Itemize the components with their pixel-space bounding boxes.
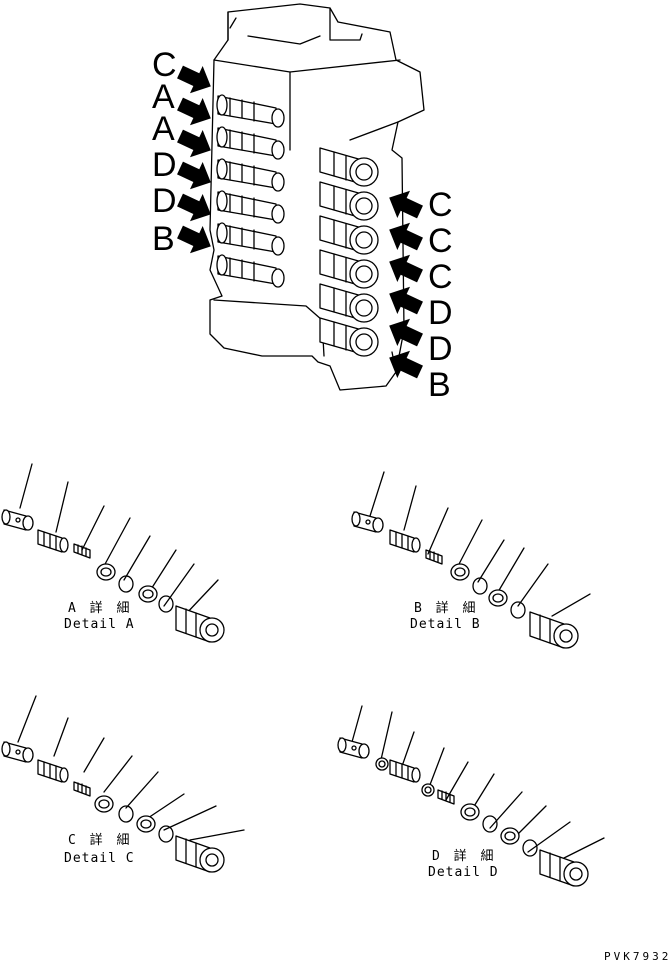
plug (1, 509, 34, 531)
o-ring (118, 805, 134, 823)
right-cap (319, 283, 379, 323)
arrow-icon (177, 65, 211, 94)
plug (351, 511, 384, 533)
right-cap (319, 317, 379, 357)
arrow-icon (177, 129, 211, 158)
valve-label: C (428, 258, 453, 296)
o-ring (510, 601, 526, 619)
spring (73, 781, 91, 797)
left-spool (216, 254, 285, 288)
o-ring (472, 577, 488, 595)
ring (136, 815, 156, 833)
left-spool-stack (216, 94, 285, 288)
left-valve-labels: C A A D D B (152, 46, 177, 258)
valve-label: B (428, 366, 451, 404)
ring (138, 585, 158, 603)
o-ring (522, 839, 538, 857)
spring-seat (37, 529, 69, 553)
detail-c-title: C 詳 細 (68, 832, 132, 848)
cap (529, 611, 579, 649)
cap (539, 849, 589, 887)
detail-b-exploded-view (351, 471, 591, 649)
ring (500, 827, 520, 845)
detail-a-subtitle: Detail A (64, 617, 135, 632)
ring (460, 803, 480, 821)
valve-label: D (428, 294, 453, 332)
spring (73, 543, 91, 559)
valve-label: D (152, 182, 177, 220)
detail-c-exploded-view (1, 695, 245, 873)
right-cap (319, 215, 379, 255)
spring (425, 549, 443, 565)
left-spool (216, 158, 285, 192)
cap (175, 835, 225, 873)
ring (94, 795, 114, 813)
valve-label: C (428, 222, 453, 260)
small-ring (375, 757, 389, 771)
o-ring (482, 815, 498, 833)
ring (96, 563, 116, 581)
detail-a-title: A 詳 細 (68, 600, 132, 616)
detail-b-title: B 詳 細 (414, 600, 478, 616)
arrow-icon (389, 190, 423, 219)
arrow-icon (389, 350, 423, 379)
valve-label: B (152, 220, 175, 258)
o-ring (118, 575, 134, 593)
right-cap-stack (319, 147, 379, 357)
arrow-icon (389, 286, 423, 315)
arrow-icon (389, 318, 423, 347)
small-ring (421, 783, 435, 797)
detail-d-subtitle: Detail D (428, 865, 499, 880)
control-valve-body (209, 3, 425, 391)
left-spool (216, 94, 285, 128)
valve-label: D (152, 146, 177, 184)
detail-a-exploded-view (1, 463, 225, 643)
valve-label: C (152, 46, 177, 84)
arrow-icon (177, 225, 211, 254)
arrow-icon (177, 161, 211, 190)
detail-d-title: D 詳 細 (432, 848, 496, 864)
spring-seat (389, 529, 421, 553)
plug (337, 737, 370, 759)
left-spool (216, 126, 285, 160)
valve-label: C (428, 186, 453, 224)
arrow-icon (177, 193, 211, 222)
cap (175, 605, 225, 643)
ring (488, 589, 508, 607)
o-ring (158, 595, 174, 613)
arrow-icon (177, 97, 211, 126)
right-valve-labels: C C C D D B (428, 186, 453, 404)
valve-label: A (152, 78, 175, 116)
right-cap (319, 147, 379, 187)
valve-label: A (152, 110, 175, 148)
right-arrows (389, 190, 423, 379)
right-cap (319, 181, 379, 221)
arrow-icon (389, 254, 423, 283)
right-cap (319, 249, 379, 289)
arrow-icon (389, 222, 423, 251)
spring-seat (37, 759, 69, 783)
spring (437, 789, 455, 805)
plug (1, 741, 34, 763)
detail-d-exploded-view (337, 705, 605, 887)
ring (450, 563, 470, 581)
detail-c-subtitle: Detail C (64, 851, 135, 866)
valve-label: D (428, 330, 453, 368)
detail-b-subtitle: Detail B (410, 617, 481, 632)
spring-seat (389, 759, 421, 783)
left-spool (216, 222, 285, 256)
o-ring (158, 825, 174, 843)
drawing-code: PVK7932 (604, 950, 671, 963)
left-spool (216, 190, 285, 224)
left-arrows (177, 65, 211, 254)
